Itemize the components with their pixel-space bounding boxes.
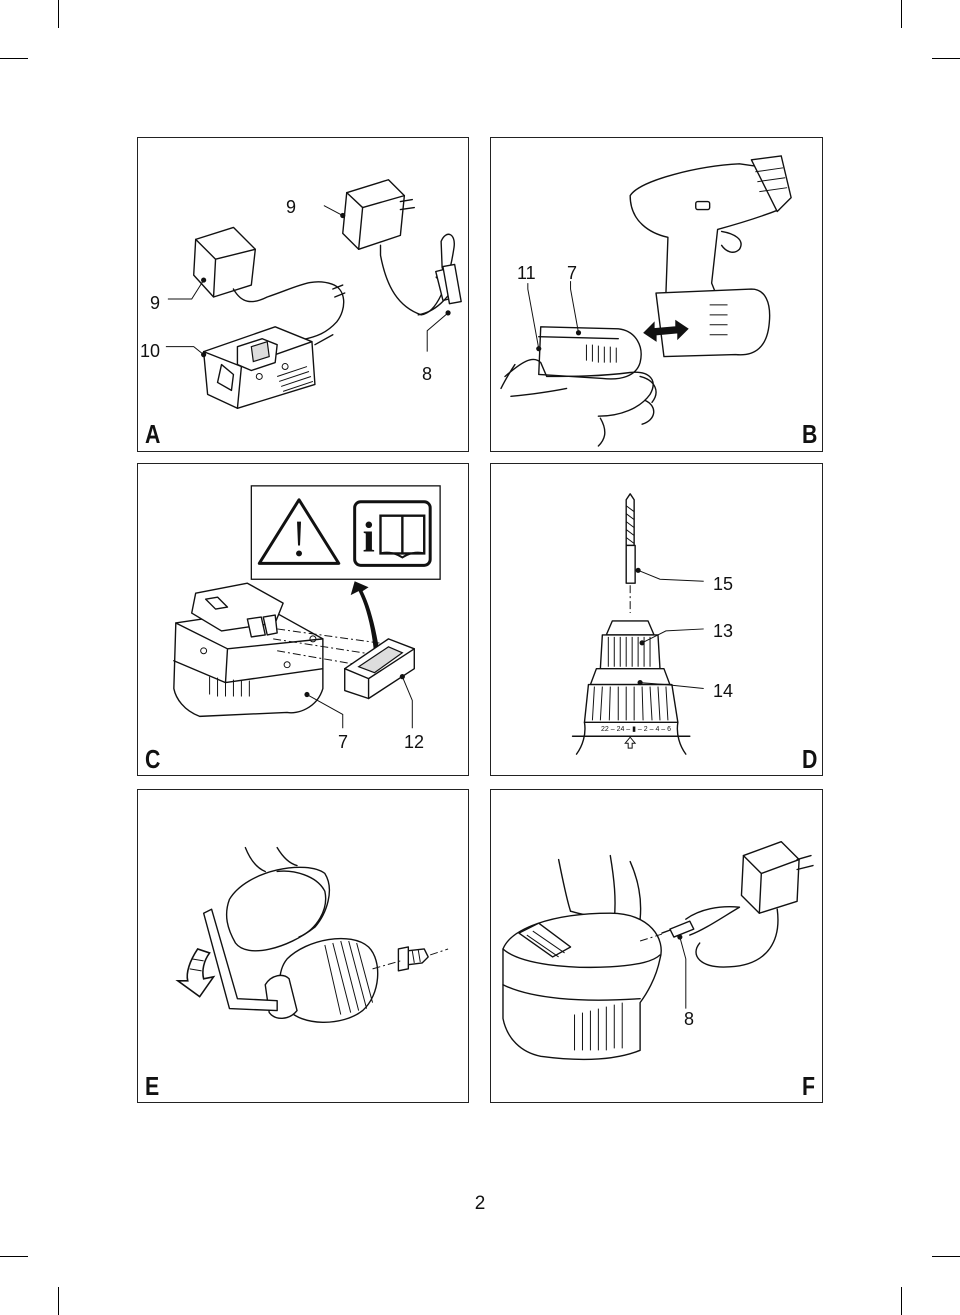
crop-mark xyxy=(932,1256,960,1257)
callout-9-top: 9 xyxy=(286,197,297,217)
figure-e-illustration xyxy=(175,846,449,1023)
arrow-icon xyxy=(624,736,637,749)
plug-illustration xyxy=(442,263,462,305)
figure-e-panel: E xyxy=(137,789,469,1103)
callout-14: 14 xyxy=(713,681,734,701)
power-adapter-illustration xyxy=(685,840,814,968)
figure-letter: D xyxy=(802,744,818,774)
drill-illustration xyxy=(629,155,792,358)
rotation-arrow-icon xyxy=(175,948,216,998)
figure-a-illustration xyxy=(165,179,462,409)
figure-letter: F xyxy=(802,1071,816,1101)
crop-mark xyxy=(58,0,59,28)
hand-illustration xyxy=(500,358,657,447)
figure-letter: E xyxy=(145,1071,160,1101)
arrow-icon xyxy=(350,581,381,659)
drill-body-illustration xyxy=(225,846,330,952)
figure-a-panel: 9 9 10 8 A xyxy=(137,137,469,452)
charger-illustration xyxy=(202,326,334,409)
power-adapter-illustration xyxy=(342,179,460,316)
chuck-illustration xyxy=(571,620,691,755)
figure-letter: B xyxy=(802,419,818,449)
double-arrow-icon xyxy=(643,319,689,342)
battery-cap-illustration xyxy=(344,638,415,700)
screw-illustration xyxy=(397,946,429,972)
callout-11: 11 xyxy=(517,263,536,283)
torque-scale: 22 – 24 – ▮ – 2 – 4 – 6 xyxy=(601,726,672,733)
warning-icon xyxy=(257,498,341,565)
callout-7: 7 xyxy=(567,263,578,283)
plug-illustration xyxy=(661,920,695,938)
callout-9-left: 9 xyxy=(150,293,161,313)
figure-b-panel: 11 7 B xyxy=(490,137,823,452)
figure-letter: C xyxy=(145,744,161,774)
chuck-illustration xyxy=(264,937,379,1023)
figure-d-panel: 22 – 24 – ▮ – 2 – 4 – 6 15 13 14 D xyxy=(490,463,823,776)
crop-mark xyxy=(932,58,960,59)
figure-c-panel: i 7 12 C xyxy=(137,463,469,776)
crop-mark xyxy=(0,1256,28,1257)
battery-illustration xyxy=(173,582,324,718)
crop-mark xyxy=(901,1287,902,1315)
read-manual-icon: i xyxy=(353,500,432,567)
figure-d-illustration xyxy=(571,493,704,755)
crop-mark xyxy=(0,58,28,59)
svg-text:i: i xyxy=(363,513,375,561)
callout-12: 12 xyxy=(404,732,425,752)
battery-illustration xyxy=(502,912,662,1061)
figure-f-illustration xyxy=(502,840,814,1061)
figure-letter: A xyxy=(145,419,161,449)
callout-8: 8 xyxy=(684,1009,695,1029)
page-number: 2 xyxy=(474,1193,486,1214)
drill-body-illustration xyxy=(557,854,642,921)
figure-f-panel: 8 F xyxy=(490,789,823,1103)
battery-illustration xyxy=(538,326,642,380)
callout-7: 7 xyxy=(338,732,349,752)
figure-b-illustration xyxy=(500,155,792,447)
hex-key-illustration xyxy=(202,908,278,1012)
crop-mark xyxy=(58,1287,59,1315)
crop-mark xyxy=(901,0,902,28)
power-adapter-illustration xyxy=(193,226,346,341)
callout-10: 10 xyxy=(140,341,161,361)
callout-8: 8 xyxy=(422,364,433,384)
callout-15: 15 xyxy=(713,574,734,594)
callout-13: 13 xyxy=(713,621,734,641)
figure-c-illustration: i xyxy=(173,485,441,729)
drill-bit-illustration xyxy=(625,493,636,584)
